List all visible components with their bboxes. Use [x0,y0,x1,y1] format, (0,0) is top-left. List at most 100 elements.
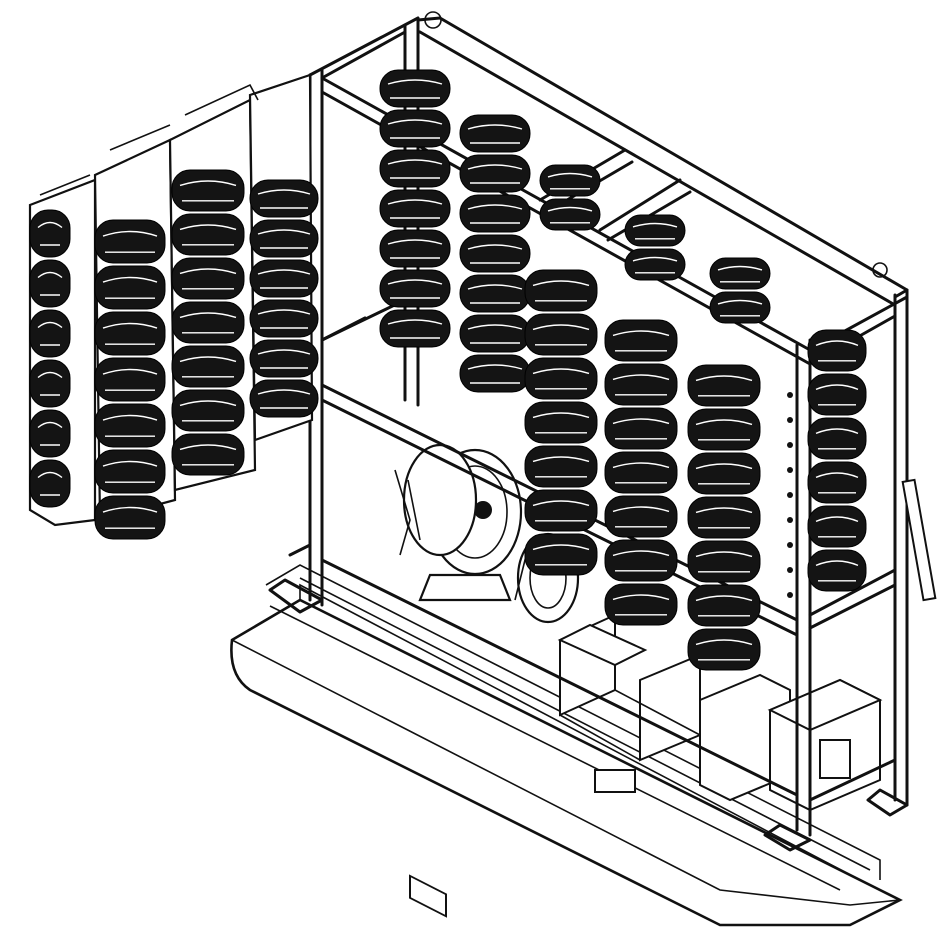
splice-tray [249,259,319,298]
splice-tray [249,379,319,418]
splice-tray [459,194,531,233]
splice-tray [687,496,761,539]
tray-stack [604,319,678,626]
tray-highlight [695,419,753,426]
splice-tray [524,313,598,356]
tray-highlight [467,204,523,210]
splice-tray [94,403,166,448]
base-skid [230,564,903,927]
splice-tray [687,540,761,583]
splice-tray [459,114,531,153]
tray-highlight [102,506,158,513]
tray-highlight [532,324,590,331]
tray-highlight [179,224,237,231]
tray-highlight [695,595,753,602]
tray-stack [29,209,71,508]
splice-tray [524,533,598,576]
tray-highlight [179,268,237,275]
splice-tray [687,452,761,495]
tray-highlight [257,309,311,315]
splice-tray [171,345,245,388]
splice-tray [524,489,598,532]
tray-highlight [632,256,678,262]
tray-highlight [532,412,590,419]
tray-highlight [257,349,311,355]
splice-tray [604,407,678,450]
splice-tray [807,373,867,416]
tray-highlight [179,356,237,363]
splice-tray [379,229,451,268]
splice-tray [171,301,245,344]
splice-tray [624,248,686,281]
splice-tray [709,257,771,290]
splice-tray [379,189,451,228]
tray-highlight [102,322,158,329]
splice-tray [94,449,166,494]
splice-tray [459,354,531,393]
splice-tray [94,265,166,310]
tray-highlight [387,319,443,325]
tray-stacks [29,69,867,671]
tray-highlight [37,221,63,229]
splice-tray [604,319,678,362]
splice-tray [524,269,598,312]
splice-tray [249,179,319,218]
tray-highlight [815,384,859,391]
splice-tray [171,169,245,212]
tray-highlight [612,594,670,601]
tray-highlight [695,639,753,646]
splice-tray [94,357,166,402]
tray-highlight [612,506,670,513]
splice-tray [524,401,598,444]
tray-highlight [387,79,443,85]
splice-tray [379,149,451,188]
tray-stack [379,69,451,348]
splice-tray [539,198,601,231]
splice-tray [29,359,71,408]
rack-frame [268,11,937,852]
tray-highlight [815,428,859,435]
tray-highlight [815,560,859,567]
tray-highlight [815,516,859,523]
tray-highlight [612,418,670,425]
tray-highlight [37,371,63,379]
splice-tray [807,417,867,460]
tray-highlight [102,368,158,375]
tray-highlight [37,471,63,479]
tray-highlight [467,364,523,370]
tray-highlight [612,330,670,337]
tray-stack [687,364,761,671]
tray-highlight [257,229,311,235]
splice-tray [249,299,319,338]
tray-highlight [102,460,158,467]
tray-highlight [467,324,523,330]
splice-tray [687,408,761,451]
tray-highlight [695,463,753,470]
tray-highlight [387,199,443,205]
tray-highlight [179,180,237,187]
tray-highlight [467,164,523,170]
tray-highlight [467,124,523,130]
tray-stack [807,329,867,592]
splice-tray [379,69,451,108]
tray-highlight [257,389,311,395]
splice-tray [459,314,531,353]
splice-tray [524,357,598,400]
splice-tray [29,209,71,258]
splice-tray [249,339,319,378]
tray-highlight [387,119,443,125]
splice-tray [524,445,598,488]
tray-highlight [695,375,753,382]
tray-highlight [815,340,859,347]
tray-stack [709,257,771,324]
tray-highlight [717,265,763,271]
splice-tray [379,109,451,148]
splice-tray [459,274,531,313]
tray-highlight [612,374,670,381]
tray-highlight [102,414,158,421]
splice-tray [807,549,867,592]
tray-highlight [467,284,523,290]
splice-tray [604,495,678,538]
